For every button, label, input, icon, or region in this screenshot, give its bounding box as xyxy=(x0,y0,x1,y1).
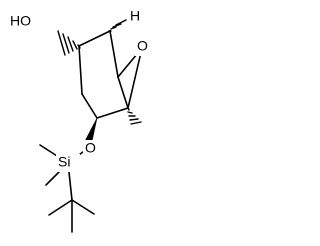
silyl-ether-oxygen-label: O xyxy=(85,140,96,156)
stereo-bonds xyxy=(57,19,142,147)
bond-c4-c5 xyxy=(96,107,129,119)
epoxide-oxygen-label: O xyxy=(137,38,148,54)
bond-c5-c6 xyxy=(117,76,129,109)
bond-tbu-methyl-right xyxy=(71,199,95,215)
bond-c2-c3 xyxy=(78,45,83,95)
hash-bond-c1-h xyxy=(108,19,127,32)
bond-c3-c4 xyxy=(81,93,98,119)
bridgehead-h-label: H xyxy=(130,8,140,24)
bond-c2-c1 xyxy=(78,30,111,47)
silicon-label: Si xyxy=(58,154,70,170)
molecule-structure: HO O H O Si xyxy=(8,7,151,233)
bond-c5-epoxide-o xyxy=(127,47,143,109)
bond-c1-c6 xyxy=(109,30,119,78)
structure-canvas: HO O H O Si xyxy=(8,7,151,233)
hash-bond-c5-methyl xyxy=(127,107,142,125)
atom-labels: HO O H O Si xyxy=(8,8,151,172)
bond-tbu-methyl-left xyxy=(48,199,73,216)
hydroxyl-label: HO xyxy=(10,13,31,29)
hash-bond-c2-oh xyxy=(57,30,81,56)
